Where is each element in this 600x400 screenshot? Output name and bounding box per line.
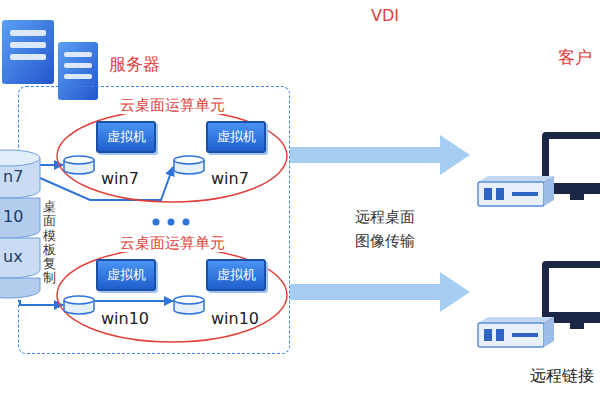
server-region: 服务器云桌面运算单元虚拟机win7虚拟机win7云桌面运算单元虚拟机win10虚… [18,86,290,354]
compute-unit: 云桌面运算单元虚拟机win7虚拟机win7 [56,109,288,203]
diagram-title: VDI [371,6,399,25]
disk-image: win7 [173,155,253,195]
vm-label: 虚拟机 [107,268,146,283]
copy-arrow [20,300,63,305]
disk-symbol [63,155,95,175]
client-terminal: 远程链接 [470,255,600,395]
copy-arrow [95,300,173,302]
copy-arrow [40,167,173,200]
server-icon [2,20,98,100]
client-terminal: 客户 [470,48,600,223]
node-label: win10 [211,310,259,328]
node-label: 远程链接 [530,367,594,385]
node-label: n7 [3,168,23,186]
virtual-machine: 虚拟机 [96,121,156,153]
node-label: ux [3,248,23,266]
disk-image: win7 [63,155,143,195]
disk-symbol [173,155,205,175]
node-label: win10 [101,310,149,328]
disk-image: win10 [63,295,143,335]
compute-unit: 云桌面运算单元虚拟机win10虚拟机win10 [56,247,288,343]
transfer-label: 远程桌面 图像传输 [350,205,420,253]
node-label: 服务器 [109,55,160,75]
disk-symbol [63,295,95,315]
transfer-arrow [290,284,450,300]
virtual-machine: 虚拟机 [96,259,156,291]
node-label: 客户 [558,48,592,68]
node-label: 10 [3,208,23,226]
ellipsis-dots [153,219,190,226]
virtual-machine: 虚拟机 [206,259,266,291]
disk-symbol [173,295,205,315]
virtual-machine: 虚拟机 [206,121,266,153]
unit-title: 云桌面运算单元 [116,97,229,114]
template-store: n7 10 ux [0,150,40,300]
transfer-arrow [290,147,450,163]
vm-label: 虚拟机 [217,268,256,283]
vm-label: 虚拟机 [217,130,256,145]
client-illustration [470,48,600,223]
node-label: win7 [211,170,249,188]
disk-image: win10 [173,295,253,335]
vertical-note: 桌面模板复制 [43,200,56,286]
node-label: win7 [101,170,139,188]
unit-title: 云桌面运算单元 [116,235,229,252]
vm-label: 虚拟机 [107,130,146,145]
